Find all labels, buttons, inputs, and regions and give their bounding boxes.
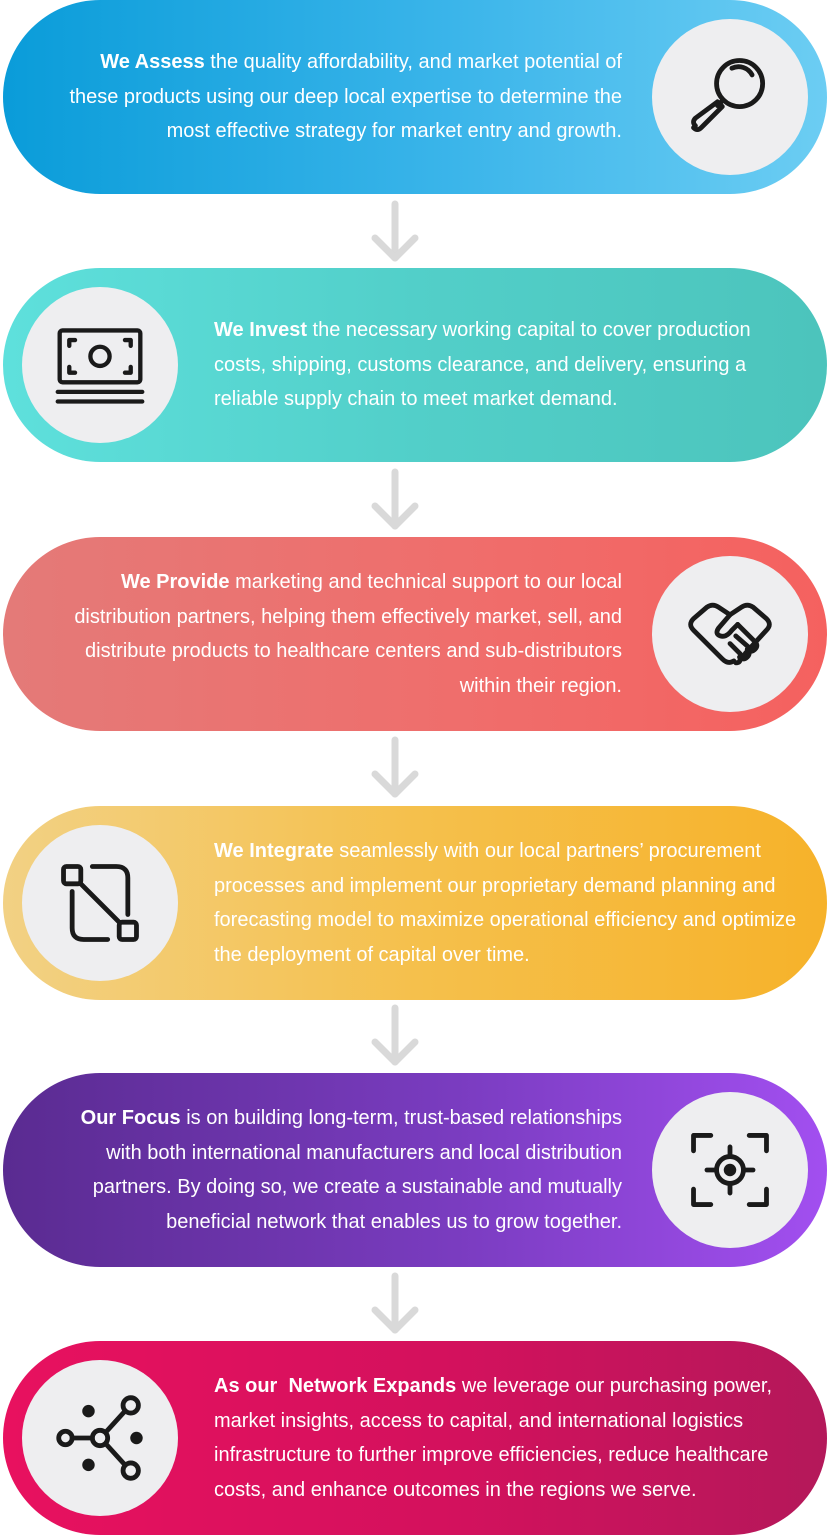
step-provide-text: We Provide marketing and technical suppo… (63, 537, 622, 731)
step-expand: As our Network Expands we leverage our p… (3, 1341, 827, 1535)
step-assess-body: the quality affordability, and market po… (69, 51, 628, 143)
network-nodes-icon (56, 1395, 143, 1481)
connection-flow-icon (61, 864, 139, 942)
step-invest: We Invest the necessary working capital … (3, 268, 827, 462)
handshake-icon (688, 602, 772, 666)
step-provide: We Provide marketing and technical suppo… (3, 537, 827, 731)
step-invest-body: the necessary working capital to cover p… (214, 319, 757, 411)
step-expand-icon-circle (22, 1360, 178, 1516)
step-focus-body: is on building long-term, trust-based re… (92, 1107, 628, 1233)
arrow-down-icon (371, 736, 419, 798)
arrow-down-icon (371, 1272, 419, 1334)
step-integrate-icon-circle (22, 825, 178, 981)
arrow-down-icon (371, 468, 419, 530)
step-invest-lead: We Invest (214, 319, 307, 342)
step-integrate-body: seamlessly with our local partners’ proc… (214, 840, 802, 966)
step-focus-text: Our Focus is on building long-term, trus… (63, 1073, 622, 1267)
step-assess: We Assess the quality affordability, and… (3, 0, 827, 194)
step-focus: Our Focus is on building long-term, trus… (3, 1073, 827, 1267)
step-integrate: We Integrate seamlessly with our local p… (3, 806, 827, 1000)
step-integrate-text: We Integrate seamlessly with our local p… (214, 806, 805, 1000)
step-focus-icon-circle (652, 1092, 808, 1248)
target-focus-icon (691, 1133, 769, 1207)
step-invest-icon-circle (22, 287, 178, 443)
step-assess-icon-circle (652, 19, 808, 175)
arrow-down-icon (371, 1004, 419, 1066)
step-expand-body: we leverage our purchasing power, market… (214, 1375, 778, 1501)
banknote-icon (55, 328, 145, 404)
step-provide-body: marketing and technical support to our l… (74, 571, 628, 697)
step-expand-text: As our Network Expands we leverage our p… (214, 1341, 805, 1535)
step-assess-text: We Assess the quality affordability, and… (63, 0, 622, 194)
step-assess-lead: We Assess (100, 51, 205, 74)
step-provide-lead: We Provide (120, 571, 230, 593)
magnifying-glass-icon (691, 58, 766, 133)
step-invest-text: We Invest the necessary working capital … (214, 268, 805, 462)
step-provide-icon-circle (652, 556, 808, 712)
step-integrate-lead: We Integrate (214, 840, 334, 862)
arrow-down-icon (371, 200, 419, 262)
step-expand-lead: As our Network Expands (214, 1375, 457, 1397)
step-focus-lead: Our Focus (80, 1107, 181, 1129)
